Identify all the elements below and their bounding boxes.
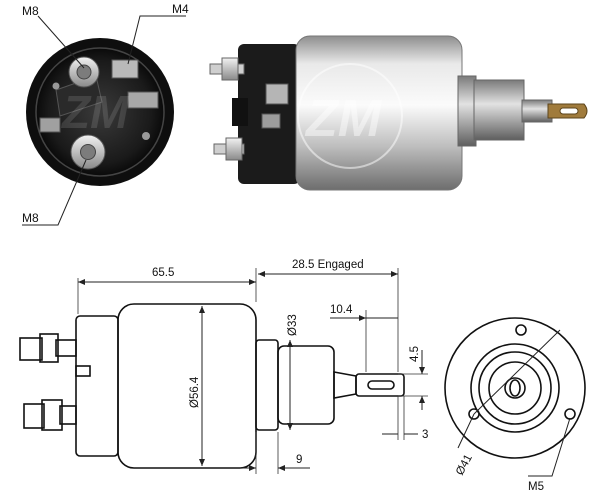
spade-connector (127, 91, 159, 109)
dim-bolt-thread: M5 (528, 481, 544, 493)
dim-plunger-ext: 10.4 (330, 304, 353, 316)
leader-m5 (528, 417, 571, 477)
side-elevation-dimensions: 65.5 28.5 Engaged 10.4 Ø33 Ø56.4 4.5 3 (77, 259, 428, 474)
terminal-stem-upper (55, 339, 77, 357)
watermark-logo: ZM (60, 86, 130, 138)
cap-bracket (261, 113, 281, 129)
end-view-callouts: M8 M4 M8 (22, 2, 189, 226)
solenoid-end-view: ZM (26, 38, 174, 186)
collar-outline (478, 351, 552, 425)
label-m4: M4 (172, 2, 189, 16)
dim-body-diameter: Ø56.4 (189, 376, 201, 408)
screw (142, 132, 150, 140)
dim-bolt-circle: Ø41 (454, 453, 475, 478)
terminal-nut-lower (23, 403, 45, 429)
end-view-face (35, 47, 165, 177)
shaft-collar (457, 75, 477, 147)
body-outline (117, 303, 257, 469)
terminal-washer-lower (41, 399, 63, 431)
terminal-nut-upper (19, 337, 43, 361)
cap-outline (75, 315, 119, 457)
spade-connector-left (39, 117, 61, 133)
shaft-face-outline (488, 361, 542, 415)
tang-slot (559, 107, 579, 115)
dim-overall-length: 65.5 (152, 267, 174, 279)
front-view-drawing: Ø41 M5 (444, 317, 586, 493)
bolt-hole (564, 408, 576, 420)
watermark-ring (297, 63, 403, 169)
dimension-line-bolt-circle (473, 329, 561, 415)
screw (52, 82, 60, 90)
plunger-eye (504, 377, 526, 399)
spade-outline (75, 365, 91, 377)
flange-outline (444, 317, 586, 459)
terminal-stem-lower (59, 405, 77, 425)
dimension-arrows (249, 465, 285, 471)
bolt-hole (468, 408, 480, 420)
terminal-washer-upper (39, 333, 59, 363)
plunger-body (473, 79, 525, 141)
watermark-logo: ZM (304, 90, 383, 148)
leader-m8-bottom (22, 159, 87, 226)
shaft-step-outline (255, 339, 279, 431)
leader-m4 (127, 15, 186, 65)
dimension-arrow (359, 315, 366, 321)
dim-shaft-diameter: Ø33 (287, 314, 299, 336)
plunger-tip-outline (355, 373, 405, 397)
shaft-outline (277, 345, 335, 425)
label-m8-bottom: M8 (22, 211, 39, 225)
plunger-slot (509, 379, 521, 397)
dim-tail-gap: 9 (296, 454, 302, 466)
bolt-hole (515, 324, 527, 336)
nut-upper (221, 57, 239, 81)
solenoid-side-view: ZM (209, 35, 588, 191)
nut-lower (225, 137, 243, 161)
dim-slot-offset: 3 (422, 429, 428, 441)
bore-outline (470, 343, 560, 433)
plunger-slot-outline (367, 380, 395, 390)
cap-boss (232, 98, 248, 126)
leader-m8-top (37, 15, 85, 69)
dimension-arrows (419, 367, 425, 403)
dim-slot-width: 4.5 (409, 346, 421, 362)
side-elevation-drawing (19, 303, 405, 469)
terminal-m8-top (68, 56, 100, 88)
label-m8-top: M8 (22, 4, 39, 18)
cap-bracket (265, 83, 289, 105)
dimension-leader-bolt-circle (457, 413, 475, 449)
plunger-neck-outline (333, 371, 357, 399)
dim-engaged-stroke: 28.5 Engaged (292, 259, 364, 271)
terminal-m8-bottom (70, 134, 106, 170)
m4-spade-connector (111, 59, 139, 79)
